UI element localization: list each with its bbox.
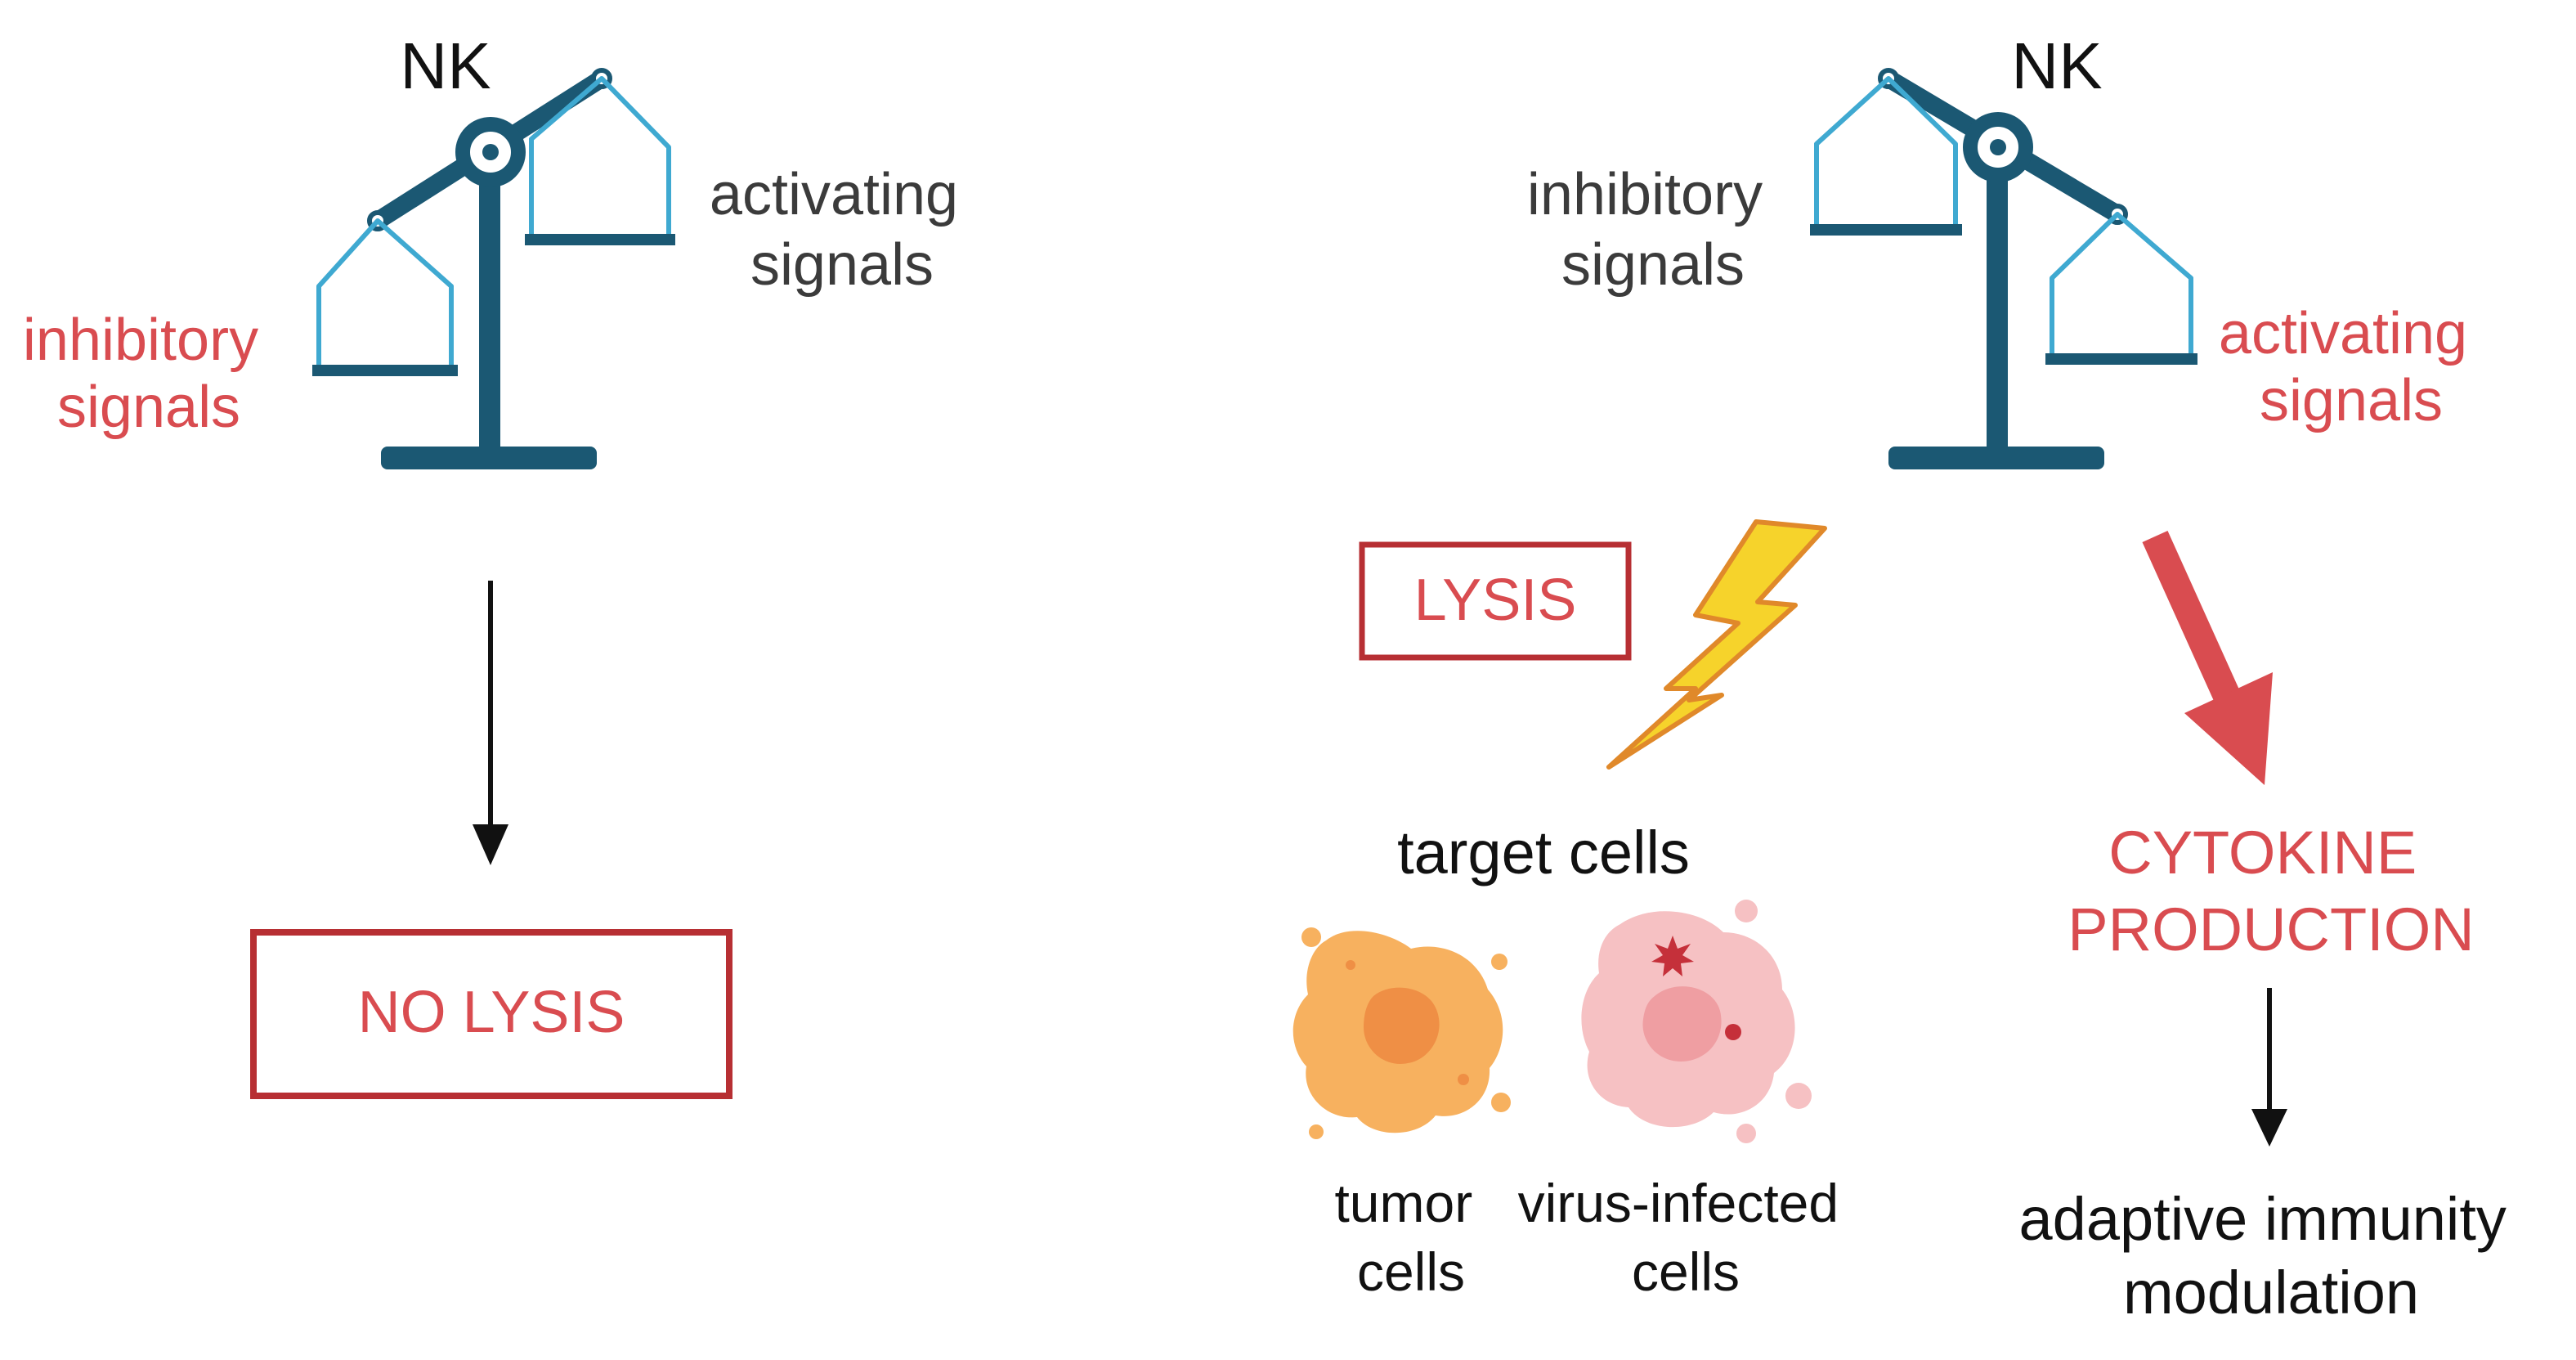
left-inhibitory-line2: signals (57, 375, 240, 440)
adaptive-line2: modulation (2123, 1259, 2419, 1326)
tumor-cell-icon (1292, 927, 1511, 1139)
right-activating-line2: signals (2260, 368, 2443, 433)
virus-cells-line1: virus-infected (1518, 1173, 1839, 1233)
right-balance-scale-icon (1810, 68, 2197, 469)
right-inhibitory-line1: inhibitory (1527, 162, 1763, 227)
cytokine-arrow (2142, 531, 2273, 785)
lysis-box (1359, 541, 1632, 661)
virus-cells-label: virus-infected cells (1518, 1173, 1854, 1302)
cytokine-line2: PRODUCTION (2068, 895, 2474, 963)
cytokine-line1: CYTOKINE (2108, 819, 2417, 886)
left-activating-label: activating signals (710, 162, 974, 298)
virus-cells-line2: cells (1632, 1241, 1740, 1302)
tumor-cells-label: tumor cells (1334, 1173, 1487, 1302)
right-inhibitory-label: inhibitory signals (1527, 162, 1779, 298)
adaptive-line1: adaptive immunity (2019, 1185, 2507, 1253)
no-lysis-box (250, 929, 732, 1099)
target-cells-label: target cells (1397, 819, 1690, 886)
adaptive-immunity-label: adaptive immunity modulation (2019, 1185, 2524, 1326)
right-activating-label: activating signals (2219, 301, 2484, 433)
no-lysis-label: NO LYSIS (358, 980, 625, 1045)
left-nk-label: NK (400, 29, 491, 102)
left-panel: NK activating signals inhibitory signal (23, 29, 974, 1099)
left-inhibitory-line1: inhibitory (23, 307, 258, 373)
virus-infected-cell-icon (1581, 900, 1812, 1143)
left-activating-line1: activating (710, 162, 958, 227)
right-panel: NK inhibitory signals activating signals (1292, 29, 2524, 1326)
left-activating-line2: signals (750, 232, 934, 298)
lysis-label: LYSIS (1414, 568, 1577, 633)
left-balance-scale-icon (312, 68, 675, 469)
right-inhibitory-line2: signals (1561, 232, 1745, 298)
right-activating-line1: activating (2219, 301, 2467, 366)
right-nk-label: NK (2011, 29, 2102, 102)
lightning-bolt-icon (1606, 519, 1827, 770)
left-inhibitory-label: inhibitory signals (23, 307, 275, 440)
cytokine-production-label: CYTOKINE PRODUCTION (2068, 819, 2474, 963)
tumor-cells-line1: tumor (1334, 1173, 1472, 1233)
tumor-cells-line2: cells (1357, 1241, 1465, 1302)
